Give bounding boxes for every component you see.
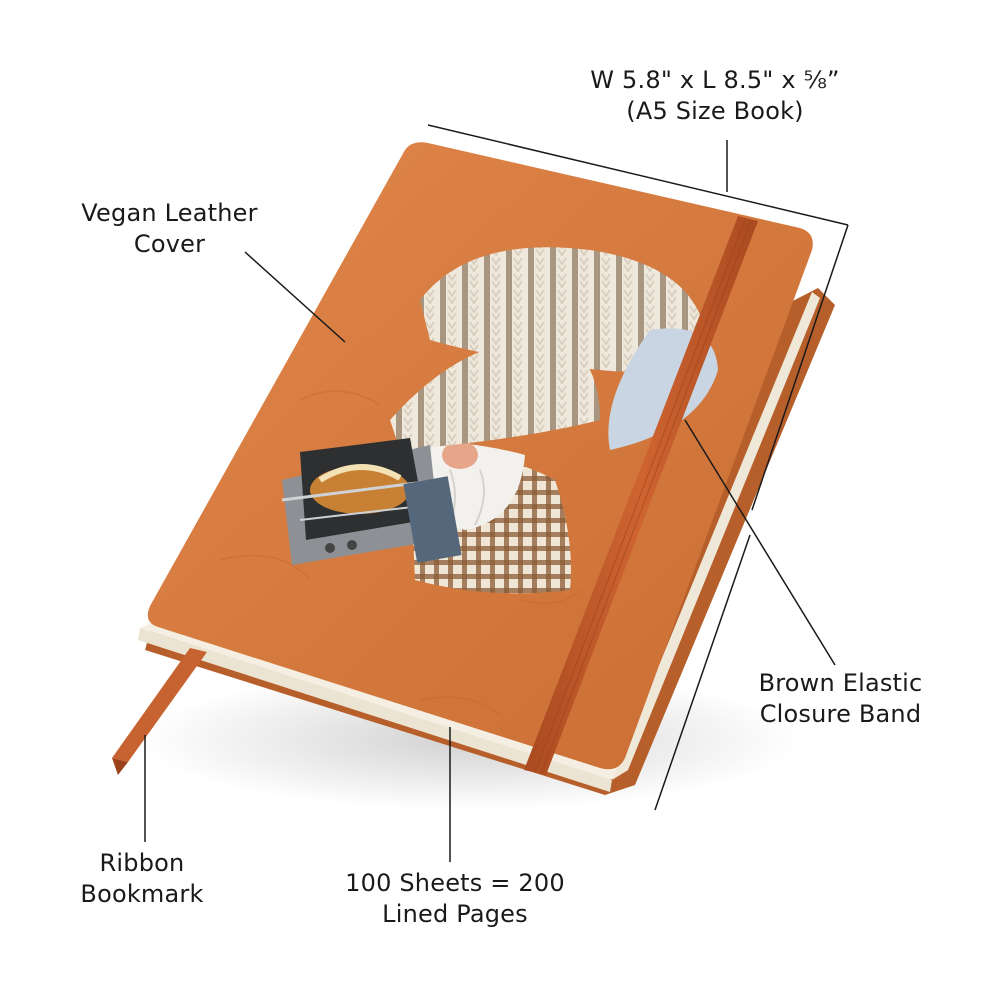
pages-annotation: 100 Sheets = 200 Lined Pages [330, 868, 580, 930]
ribbon-line-1: Ribbon [99, 849, 185, 877]
page-block [140, 622, 628, 780]
ribbon-line-2: Bookmark [80, 880, 204, 908]
dimensions-line-1: W 5.8" x L 8.5" x ⅝” [590, 66, 840, 94]
ribbon-bookmark-tail [112, 758, 128, 775]
pages-line-2: Lined Pages [382, 900, 528, 928]
pages-line-1: 100 Sheets = 200 [345, 869, 565, 897]
band-annotation: Brown Elastic Closure Band [738, 668, 943, 730]
elastic-band-stripe [534, 219, 752, 775]
toaster-oven-illustration [281, 438, 462, 565]
ribbon-annotation: Ribbon Bookmark [52, 848, 232, 910]
page-block-right [612, 292, 820, 780]
dimensions-annotation: W 5.8" x L 8.5" x ⅝” (A5 Size Book) [590, 65, 840, 127]
cover-line-2: Cover [133, 230, 206, 258]
band-line-2: Closure Band [759, 700, 922, 728]
cover-line-1: Vegan Leather [81, 199, 258, 227]
ribbon-bookmark [112, 648, 207, 762]
leader-lines [144, 251, 836, 862]
page-block-side [138, 628, 612, 792]
band-line-1: Brown Elastic [758, 669, 923, 697]
cover-annotation: Vegan Leather Cover [52, 198, 287, 260]
cover-texture [219, 299, 671, 716]
dimension-lines [427, 124, 849, 811]
dimensions-line-2: (A5 Size Book) [626, 97, 804, 125]
